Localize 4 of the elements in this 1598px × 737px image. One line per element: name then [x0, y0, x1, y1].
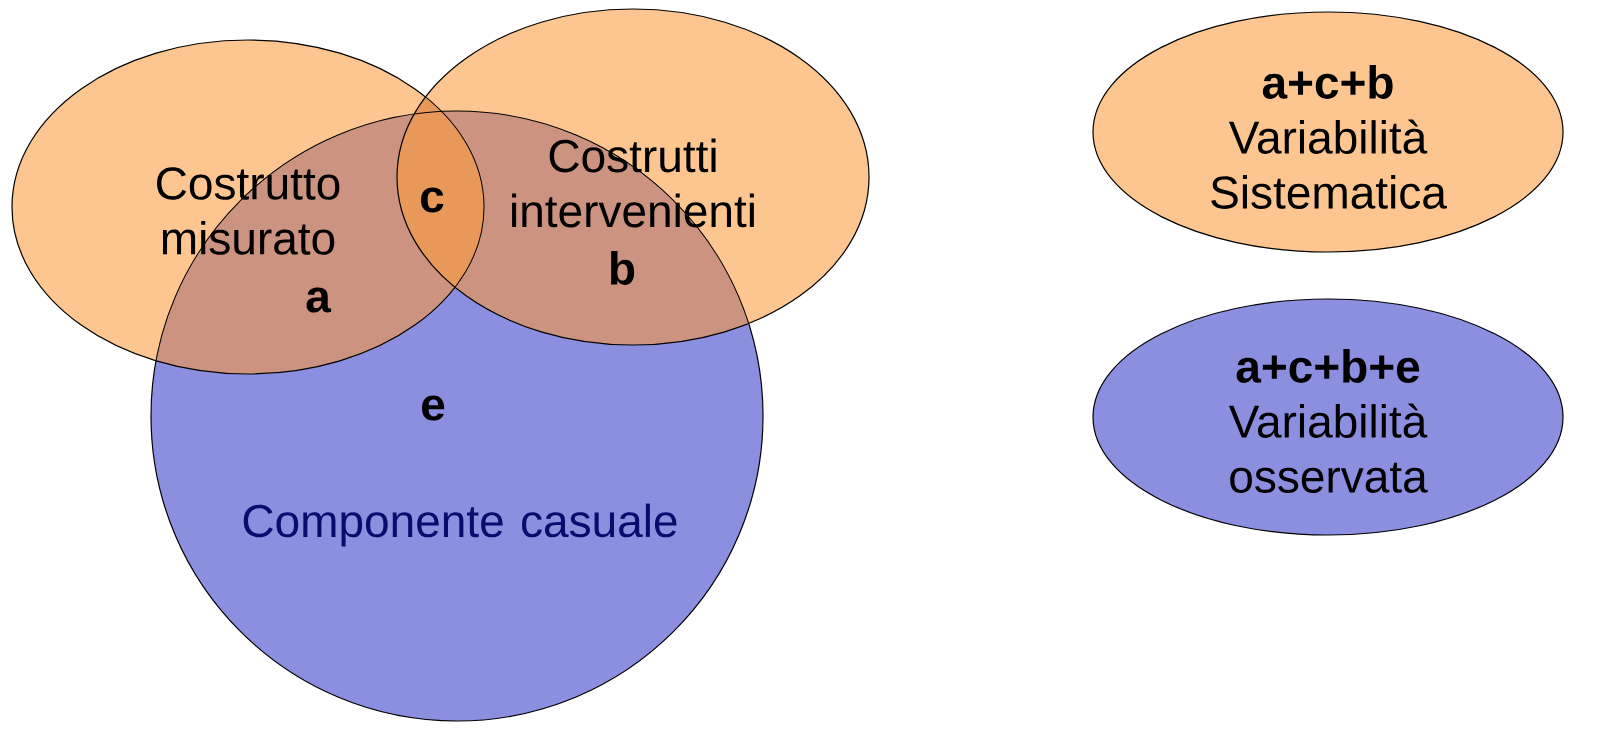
region-letter: a [306, 287, 332, 313]
region-letter: e [422, 395, 445, 421]
region-letter: b [611, 251, 635, 285]
region-letter: c [421, 187, 444, 213]
